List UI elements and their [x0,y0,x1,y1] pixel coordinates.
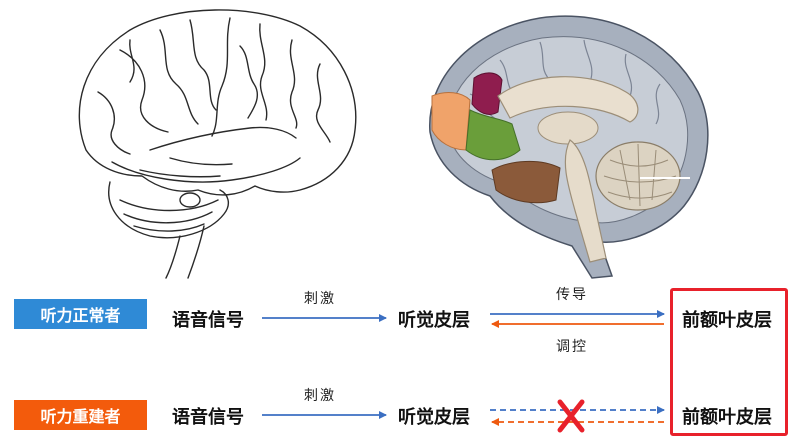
row1-conduction-label: 传导 [556,287,588,303]
badge-normal-hearing: 听力正常者 [14,299,147,329]
row2-prefrontal-node: 前额叶皮层 [682,407,772,428]
cerebellum [595,141,681,211]
row1-stimulus-label: 刺激 [304,291,336,307]
temporal-region-brown [491,160,561,204]
row1-auditory-cortex-node: 听觉皮层 [398,310,470,331]
brain-stem [564,139,607,263]
corpus-callosum [497,76,639,123]
row2-auditory-cortex-node: 听觉皮层 [398,407,470,428]
cross-icon [557,399,585,433]
brain-sagittal-illustration [429,15,709,279]
row2-source-node: 语音信号 [172,407,244,428]
badge-hearing-reconstructed: 听力重建者 [14,400,147,430]
frontal-region-purple [471,72,503,115]
row1-prefrontal-node: 前额叶皮层 [682,310,772,331]
frontal-region-green [465,109,521,161]
row1-source-node: 语音信号 [172,310,244,331]
row1-regulation-label: 调控 [556,339,588,355]
prefrontal-highlight-box [670,288,788,436]
row2-stimulus-label: 刺激 [304,388,336,404]
brain-lateral-illustration [78,9,357,279]
